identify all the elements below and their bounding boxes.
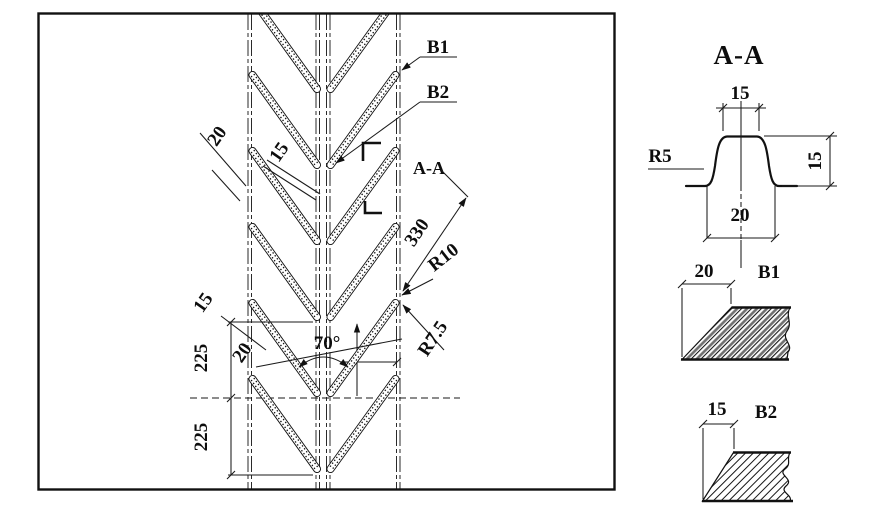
cleat-cross-section-profile — [684, 135, 799, 188]
chevron-cleat-bar — [251, 150, 318, 242]
callout-b1-leader — [401, 56, 421, 71]
dim-b2-width: 15 — [708, 399, 727, 420]
dim-tick — [770, 233, 780, 243]
callout-b2-label: B2 — [427, 82, 449, 103]
dim-tick — [698, 419, 708, 429]
chevron-cleat-bar — [251, 226, 318, 318]
detail-b2-view: 15 B2 — [698, 399, 793, 503]
dim-inner-width-bottom: 15 — [189, 289, 217, 317]
dim-chevron-angle: 70° — [314, 333, 341, 354]
dim-aa-top-width: 15 — [731, 83, 750, 104]
dim-line — [262, 165, 317, 201]
chevron-cleat-bar — [251, 302, 318, 394]
dim-line — [211, 169, 241, 202]
section-label: A-A — [413, 158, 445, 178]
section-cut-mark-lower — [363, 201, 382, 215]
dim-tick — [226, 393, 236, 403]
belt-view-frame — [37, 12, 616, 491]
chevron-cleats — [248, 14, 400, 473]
dim-aa-height: 15 — [805, 152, 826, 171]
dim-tick — [729, 419, 739, 429]
dim-outer-end-radius: R10 — [424, 239, 463, 276]
chevron-cleat-bar — [251, 378, 318, 470]
dim-tick — [825, 181, 835, 191]
dim-tick — [726, 279, 736, 289]
detail-b1-label: B1 — [758, 262, 780, 283]
dim-cleat-length: 330 — [400, 215, 433, 250]
callout-b2-leader — [335, 101, 421, 164]
callout-b1-label: B1 — [427, 37, 449, 58]
dim-tick — [825, 131, 835, 141]
chevron-cleat-bar — [329, 302, 397, 394]
chevron-cleat-bar — [329, 14, 386, 90]
dim-outer-width-top: 20 — [203, 122, 231, 150]
dim-tick — [677, 279, 687, 289]
dim-tick — [702, 233, 712, 243]
section-cut-mark-upper — [361, 141, 381, 161]
dim-pitch-lower: 225 — [191, 423, 212, 452]
chevron-cleat-bar — [329, 378, 397, 470]
chevron-cleat-bar — [329, 150, 397, 242]
dim-tick — [392, 357, 402, 367]
dim-b1-width: 20 — [695, 261, 714, 282]
b2-section-shape — [701, 451, 792, 502]
section-aa-title: A-A — [714, 40, 765, 70]
dim-tick — [226, 470, 236, 480]
chevron-cleat-bar — [329, 226, 397, 318]
dim-line-330 — [402, 197, 467, 292]
dim-tick — [226, 317, 236, 327]
detail-b2-label: B2 — [755, 402, 777, 423]
section-aa-view: A-A 15 R5 15 20 — [648, 40, 837, 268]
chevron-cleat-bar — [262, 14, 318, 90]
belt-pattern-area — [190, 14, 460, 489]
angle-arc — [298, 356, 349, 368]
b1-section-shape — [680, 306, 792, 361]
dim-outer-width-bottom: 20 — [228, 339, 256, 367]
extension-line — [440, 169, 469, 198]
leader-r10 — [401, 278, 434, 296]
centerlines — [247, 14, 401, 489]
main-view-annotations: 20 15 B1 B2 A-A 330 R10 R7.5 70° 15 20 — [189, 37, 469, 480]
leader-r7-5 — [402, 304, 445, 351]
chevron-cleat-bar — [251, 74, 318, 166]
dim-line — [255, 338, 403, 368]
detail-b1-view: 20 B1 — [677, 261, 792, 361]
dim-aa-fillet: R5 — [648, 146, 671, 167]
dim-aa-base-width: 20 — [731, 205, 750, 226]
dim-pitch-upper: 225 — [191, 344, 212, 373]
dim-line — [199, 132, 247, 187]
chevron-cleat-bar — [329, 74, 397, 166]
dim-line — [266, 159, 321, 195]
